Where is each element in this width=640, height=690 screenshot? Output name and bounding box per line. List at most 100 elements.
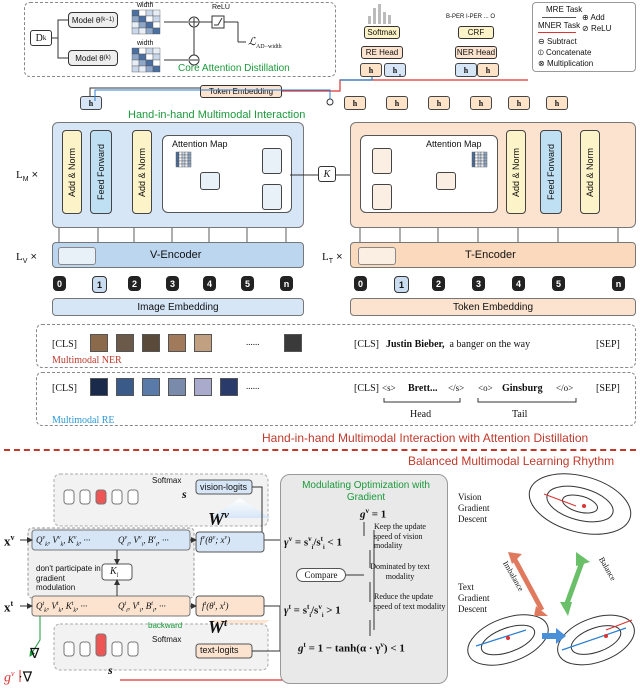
grid-cell — [483, 163, 488, 168]
v-token: 2 — [128, 276, 141, 291]
t-token: 4 — [512, 276, 525, 291]
t-token: 0 — [354, 276, 367, 291]
ft-label: ft(θt, xt) — [202, 601, 229, 611]
softmax-t: Softmax — [152, 635, 182, 644]
tail-label: Tail — [512, 409, 528, 420]
gamma-t: γt = sti/svi > 1 — [284, 603, 341, 619]
re-s-word: Brett... — [408, 383, 438, 394]
ner-image-patch — [194, 334, 212, 352]
legend-subtract: ⊖ Subtract — [538, 37, 577, 46]
lm-label: LM × — [16, 169, 39, 184]
v-q-box — [262, 148, 282, 174]
dk-arrows — [52, 19, 68, 59]
t-v-box — [372, 184, 392, 210]
add-icon: ⊕ — [582, 13, 589, 22]
legend-box — [532, 2, 636, 72]
legend-mre: MRE Task — [546, 5, 583, 14]
relu-circle-icon: ⊘ — [582, 24, 589, 33]
t-token: 1 — [394, 276, 409, 293]
ner-sentence: Justin Bieber, a banger on the way — [386, 339, 531, 350]
dk-sub: k — [42, 34, 47, 42]
section-divider — [4, 449, 636, 451]
ner-label: Multimodal NER — [52, 355, 122, 366]
width-label-bot: width — [137, 40, 154, 47]
gamma-v: γv = svi/sti < 1 — [284, 535, 342, 551]
text-descent-label: Text Gradient Descent — [458, 582, 490, 614]
output-hidden-token: h — [428, 96, 450, 110]
token-embedding-box: Token Embedding — [350, 298, 636, 316]
dk-label: D — [35, 32, 43, 44]
re-image-patch — [116, 378, 134, 396]
lt-label: LT × — [322, 251, 343, 266]
model-cur-label: Model θ — [75, 53, 104, 63]
re-h-cls-v: h — [384, 63, 406, 77]
re-image-patch — [142, 378, 160, 396]
gv-nabla: gv ·∇ — [4, 669, 33, 686]
t-encoder-icon — [358, 247, 396, 265]
model-cur-sup: (k) — [103, 55, 111, 61]
ner-dots: ...... — [246, 337, 260, 347]
dominated-text: Dominated by text modality — [370, 562, 430, 581]
v-b-box — [200, 172, 220, 190]
t-b-box — [436, 172, 456, 190]
vision-descent-label: Vision Gradient Descent — [458, 492, 490, 524]
distill-title: Core Attention Distillation — [178, 63, 290, 74]
ner-image-patch — [90, 334, 108, 352]
qv-row-right: Qvi, Vvi, Bvi, ··· — [118, 535, 169, 548]
re-label: Multimodal RE — [52, 415, 115, 426]
softmax-box: Softmax — [364, 26, 400, 39]
ner-example-box — [36, 324, 636, 368]
t-q-box — [372, 148, 392, 174]
section-title-top: Hand-in-hand Multimodal Interaction with… — [262, 431, 589, 445]
grid-cell — [152, 27, 161, 35]
ner-image-patch — [142, 334, 160, 352]
t-encoder-label: T-Encoder — [465, 249, 516, 261]
output-hidden-token: h — [344, 96, 366, 110]
wv-label: Wv — [208, 509, 229, 529]
compare-box: Compare — [296, 568, 346, 582]
token-embedding-top: Token Embedding — [200, 85, 282, 98]
v-token: n — [280, 276, 293, 291]
re-o-word: Ginsburg — [502, 383, 543, 394]
legend-mult: ⊗ Multiplication — [538, 59, 594, 68]
ner-image-patch — [116, 334, 134, 352]
output-hidden-token: h — [546, 96, 568, 110]
qt-row: Qtk, Vtk, Ktk, ··· — [36, 601, 88, 614]
k-box: K — [318, 166, 336, 182]
re-o-open: <o> — [478, 383, 493, 393]
xv-label: xv — [4, 533, 15, 549]
grid-cell — [187, 163, 192, 168]
re-cls: [CLS] — [52, 383, 77, 394]
ner-h1-t: h — [477, 63, 499, 77]
ner-text-cls: [CLS] — [354, 339, 379, 350]
reduce-text: Reduce the update speed of text modality — [374, 592, 446, 611]
model-prev-box: Model θ(k−1) — [68, 12, 118, 28]
v-token: 0 — [53, 276, 66, 291]
output-hidden-token: h — [470, 96, 492, 110]
gv-eq: gv = 1 — [360, 507, 387, 521]
re-dots: ...... — [246, 381, 260, 391]
backward-label: backward — [148, 621, 183, 630]
vision-logits: vision-logits — [200, 482, 248, 492]
t-token: 5 — [552, 276, 565, 291]
loss-label: ℒAD−width — [248, 36, 282, 51]
multiply-icon: ⊗ — [538, 59, 545, 68]
keep-text: Keep the update speed of vision modality — [374, 522, 426, 551]
re-sep: [SEP] — [596, 383, 620, 394]
t-token: 2 — [432, 276, 445, 291]
legend-mner: MNER Task — [538, 21, 581, 30]
concat-icon: ⦶ — [538, 48, 544, 57]
ner-sep: [SEP] — [596, 339, 620, 350]
qt-row-right: Qti, Vti, Bti, ··· — [118, 601, 166, 614]
re-image-patch — [168, 378, 186, 396]
wt-label: Wt — [208, 617, 228, 637]
softmax-bars — [368, 4, 391, 24]
encoder-arrows — [58, 228, 619, 242]
subtract-icon: ⊖ — [538, 37, 545, 46]
re-s-close: </s> — [448, 383, 465, 393]
ner-head-box: NER Head — [455, 46, 497, 59]
re-text-cls: [CLS] — [354, 383, 379, 394]
output-hidden-token: h — [386, 96, 408, 110]
